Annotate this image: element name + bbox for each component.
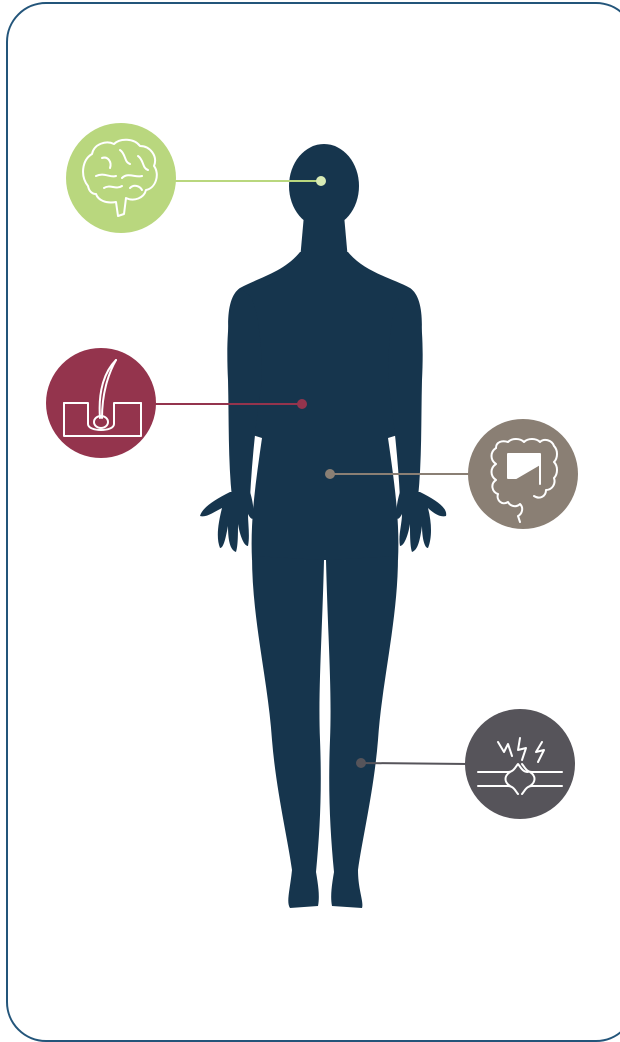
intestine-badge bbox=[468, 419, 578, 529]
joint-pain-badge bbox=[465, 709, 575, 819]
brain-badge bbox=[66, 123, 176, 233]
human-silhouette bbox=[200, 144, 446, 908]
hair-follicle-badge bbox=[46, 348, 156, 458]
